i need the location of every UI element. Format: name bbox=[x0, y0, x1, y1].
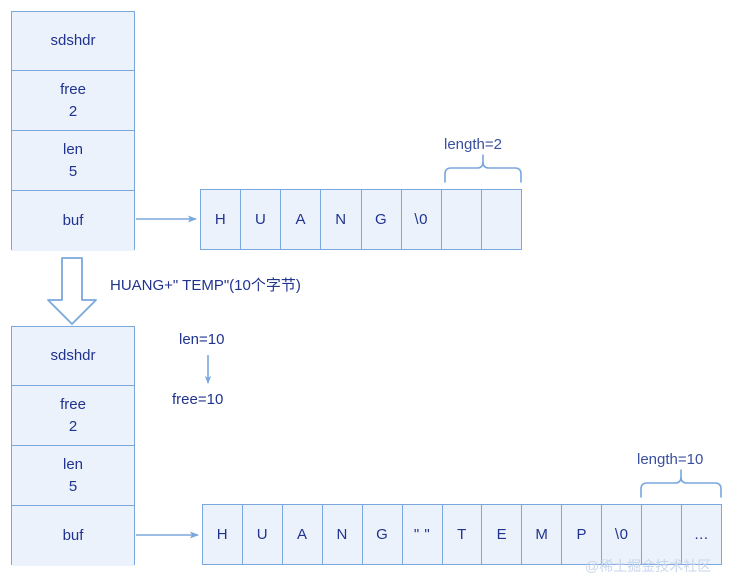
length-brace-after bbox=[640, 469, 722, 498]
struct-field-name: buf bbox=[62, 212, 84, 230]
struct-field-len-after: len 5 bbox=[12, 446, 134, 506]
struct-field-value: 5 bbox=[68, 477, 78, 495]
struct-field-name: len bbox=[62, 455, 84, 473]
sds-struct-after: sdshdr free 2 len 5 buf bbox=[11, 326, 135, 566]
len-annotation-label: len=10 bbox=[179, 331, 225, 348]
buffer-cell-after-4: G bbox=[362, 505, 403, 564]
struct-field-value: 2 bbox=[68, 417, 78, 435]
struct-field-name: sdshdr bbox=[50, 347, 96, 365]
buffer-cell-before-3: N bbox=[321, 190, 362, 249]
struct-field-name: buf bbox=[62, 527, 84, 545]
struct-field-name: free bbox=[60, 80, 86, 98]
buffer-cell-before-4: G bbox=[361, 190, 402, 249]
struct-field-buf-after: buf bbox=[12, 506, 134, 566]
length-brace-before bbox=[444, 154, 522, 183]
struct-field-sdshdr-after: sdshdr bbox=[12, 327, 134, 386]
buffer-cell-before-1: U bbox=[241, 190, 282, 249]
struct-field-free-after: free 2 bbox=[12, 386, 134, 446]
buffer-cell-after-1: U bbox=[242, 505, 283, 564]
free-annotation-label: free=10 bbox=[172, 391, 224, 408]
struct-field-sdshdr-before: sdshdr bbox=[12, 12, 134, 71]
buffer-cell-after-2: A bbox=[282, 505, 323, 564]
buffer-cell-after-6: T bbox=[442, 505, 483, 564]
buffer-cell-before-7 bbox=[481, 190, 521, 249]
struct-field-value: 2 bbox=[68, 102, 78, 120]
buffer-cell-after-9: P bbox=[562, 505, 603, 564]
buffer-cell-before-6 bbox=[441, 190, 482, 249]
brace-label-before: length=2 bbox=[444, 136, 502, 153]
buffer-cell-before-2: A bbox=[281, 190, 322, 249]
brace-label-after: length=10 bbox=[637, 451, 704, 468]
sds-struct-before: sdshdr free 2 len 5 buf bbox=[11, 11, 135, 251]
watermark: @稀土掘金技术社区 bbox=[585, 558, 712, 574]
struct-field-name: len bbox=[62, 140, 84, 158]
struct-field-name: sdshdr bbox=[50, 32, 96, 50]
buffer-cell-before-0: H bbox=[201, 190, 242, 249]
transition-down-arrow bbox=[47, 257, 97, 325]
struct-field-len-before: len 5 bbox=[12, 131, 134, 191]
buffer-cell-after-10: \0 bbox=[602, 505, 643, 564]
buffer-cell-after-5: " " bbox=[402, 505, 443, 564]
struct-field-buf-before: buf bbox=[12, 191, 134, 251]
buffer-cell-after-11 bbox=[642, 505, 683, 564]
struct-field-name: free bbox=[60, 395, 86, 413]
buffer-cell-after-8: M bbox=[522, 505, 563, 564]
struct-field-free-before: free 2 bbox=[12, 71, 134, 131]
buffer-cell-after-3: N bbox=[322, 505, 363, 564]
buffer-cell-after-7: E bbox=[482, 505, 523, 564]
buffer-cell-after-0: H bbox=[203, 505, 243, 564]
buffer-cell-before-5: \0 bbox=[401, 190, 442, 249]
operation-label: HUANG+" TEMP"(10个字节) bbox=[110, 277, 301, 294]
buffer-cell-after-12: ... bbox=[682, 505, 721, 564]
struct-field-value: 5 bbox=[68, 162, 78, 180]
